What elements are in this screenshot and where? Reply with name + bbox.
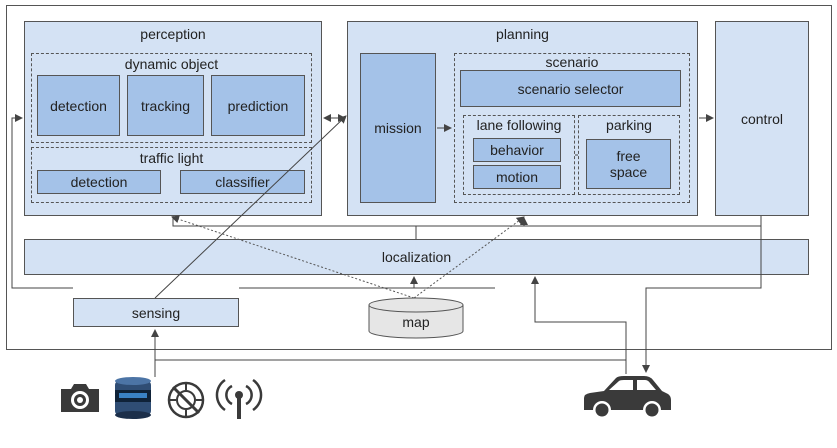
motion-label: motion [495,169,539,185]
prediction-box: prediction [211,75,305,136]
sensor-bus-line-2 [155,359,627,374]
lane-following-group: lane following [463,115,575,195]
map-label: map [402,314,430,330]
localization-label: localization [381,249,452,265]
control-panel: control [715,21,809,216]
lidar-icon [112,376,154,420]
detection-box: detection [37,75,120,136]
dynamic-object-title: dynamic object [124,56,219,72]
perception-title: perception [140,26,206,42]
traffic-light-detection-label: detection [70,174,128,190]
localization-bar: localization [24,239,809,275]
traffic-light-detection-box: detection [37,170,161,194]
sensing-perception-line [11,114,73,289]
car-icon [578,372,674,420]
free-space-box: free space [586,139,671,189]
prediction-label: prediction [227,97,289,114]
camera-icon [57,379,103,417]
vehicle-localization-line [531,276,627,362]
map-perception-dotted [171,215,415,299]
traffic-light-group: traffic light [31,147,312,203]
localization-bus [172,216,762,227]
mission-box: mission [360,53,436,203]
tracking-box: tracking [127,75,204,136]
sensing-localization-line [239,276,418,289]
classifier-label: classifier [215,174,270,190]
parking-title: parking [606,117,652,133]
mission-label: mission [374,120,422,136]
no-gps-icon [166,380,206,420]
scenario-selector-label: scenario selector [517,80,624,97]
behavior-box: behavior [473,138,561,162]
sensing-label: sensing [131,304,181,321]
control-label: control [740,110,784,127]
scenario-group: scenario [454,53,690,203]
lane-following-title: lane following [476,117,562,133]
scenario-title: scenario [545,54,599,70]
tracking-label: tracking [140,97,191,114]
scenario-selector-box: scenario selector [460,70,681,107]
planning-title: planning [496,26,549,42]
dynamic-object-group: dynamic object [31,53,312,143]
behavior-label: behavior [490,142,544,158]
traffic-light-title: traffic light [139,150,204,166]
map-cylinder: map [368,297,464,339]
free-space-label: free space [609,148,648,180]
detection-label: detection [50,97,107,114]
sensing-planning-line [154,115,347,299]
parking-group: parking [578,115,680,195]
sensing-box: sensing [73,298,239,327]
motion-box: motion [473,165,561,189]
control-vehicle-line [642,216,762,373]
map-planning-dotted [413,216,525,299]
radio-antenna-icon [214,376,264,420]
classifier-box: classifier [180,170,305,194]
